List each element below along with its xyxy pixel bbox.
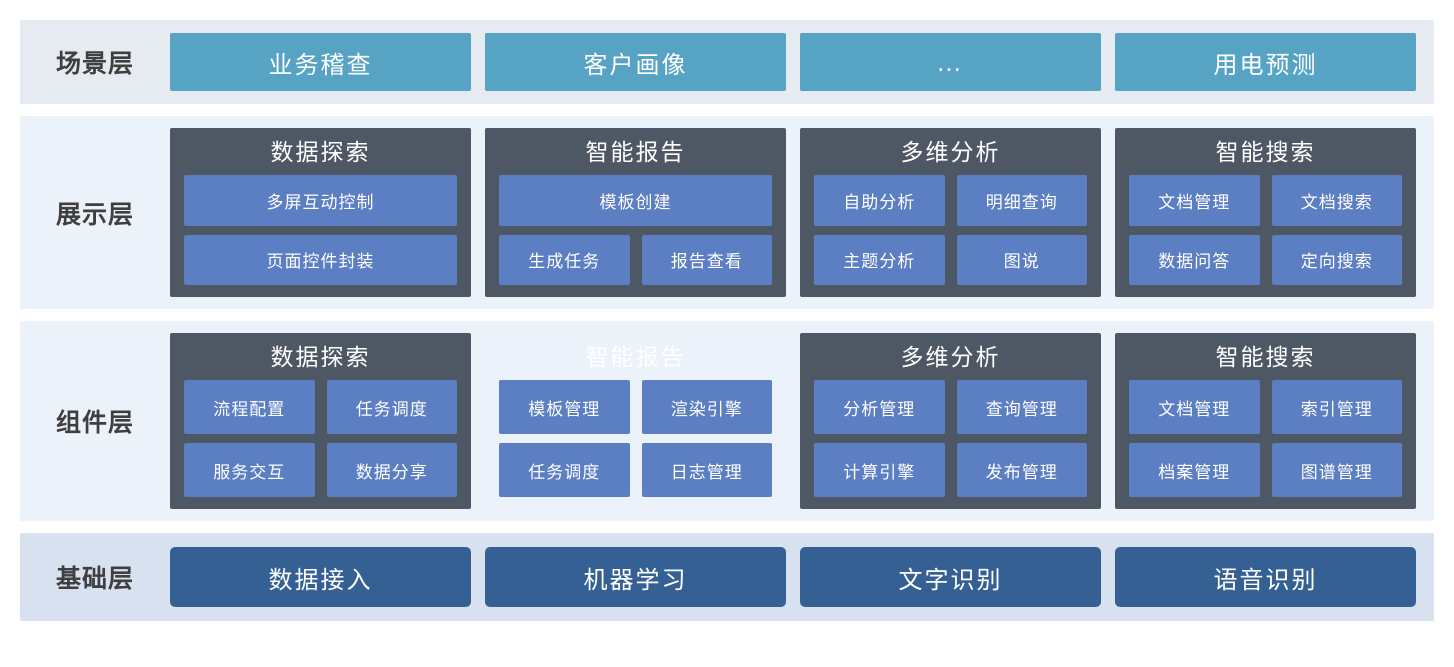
chip-row: 数据问答 定向搜索 bbox=[1129, 234, 1402, 285]
layer-label-scenario: 场景层 bbox=[55, 50, 134, 78]
layer-row-foundation: 基础层 数据接入 机器学习 文字识别 语音识别 bbox=[20, 533, 1434, 621]
scenario-card-2[interactable]: 客户画像 bbox=[485, 33, 786, 91]
chip-row: 主题分析 图说 bbox=[814, 234, 1087, 285]
chip[interactable]: 日志管理 bbox=[641, 443, 772, 497]
chip-row: 文档管理 索引管理 bbox=[1129, 380, 1402, 435]
foundation-card-data-access[interactable]: 数据接入 bbox=[170, 547, 471, 607]
layer-body-scenario: 业务稽查 客户画像 … 用电预测 bbox=[170, 20, 1434, 104]
scenario-card-3-title: … bbox=[936, 46, 965, 77]
chip[interactable]: 定向搜索 bbox=[1271, 234, 1402, 285]
chip[interactable]: 查询管理 bbox=[956, 380, 1087, 435]
scenario-card-4-title: 用电预测 bbox=[1213, 51, 1318, 79]
chip-row: 多屏互动控制 bbox=[184, 175, 457, 226]
chip-row: 服务交互 数据分享 bbox=[184, 443, 457, 497]
group-title: 智能报告 bbox=[585, 344, 686, 370]
chip-row: 档案管理 图谱管理 bbox=[1129, 443, 1402, 497]
chip[interactable]: 任务调度 bbox=[326, 380, 457, 435]
chip-rows: 文档管理 文档搜索 数据问答 定向搜索 bbox=[1129, 175, 1402, 285]
component-group-multidimensional-analysis[interactable]: 多维分析 分析管理 查询管理 计算引擎 发布管理 bbox=[800, 333, 1101, 509]
chip-rows: 模板管理 渲染引擎 任务调度 日志管理 bbox=[499, 380, 772, 497]
layer-body-presentation: 数据探索 多屏互动控制 页面控件封装 智能报告 模板创建 bbox=[170, 116, 1434, 309]
foundation-card-speech-recognition[interactable]: 语音识别 bbox=[1115, 547, 1416, 607]
chip[interactable]: 任务调度 bbox=[499, 443, 630, 497]
chip[interactable]: 档案管理 bbox=[1129, 443, 1260, 497]
foundation-card-1-title: 数据接入 bbox=[268, 566, 373, 594]
chip[interactable]: 索引管理 bbox=[1271, 380, 1402, 435]
chip-row: 文档管理 文档搜索 bbox=[1129, 175, 1402, 226]
component-group-intelligent-search[interactable]: 智能搜索 文档管理 索引管理 档案管理 图谱管理 bbox=[1115, 333, 1416, 509]
group-title: 数据探索 bbox=[270, 344, 371, 370]
group-title: 智能报告 bbox=[585, 139, 686, 165]
presentation-group-intelligent-search[interactable]: 智能搜索 文档管理 文档搜索 数据问答 定向搜索 bbox=[1115, 128, 1416, 297]
foundation-card-3-title: 文字识别 bbox=[898, 566, 1003, 594]
chip[interactable]: 文档管理 bbox=[1129, 175, 1260, 226]
chip-row: 模板创建 bbox=[499, 175, 772, 226]
group-title: 多维分析 bbox=[900, 344, 1001, 370]
chip[interactable]: 发布管理 bbox=[956, 443, 1087, 497]
chip[interactable]: 主题分析 bbox=[814, 234, 945, 285]
foundation-card-ocr[interactable]: 文字识别 bbox=[800, 547, 1101, 607]
chip[interactable]: 报告查看 bbox=[641, 234, 772, 285]
group-title: 多维分析 bbox=[900, 139, 1001, 165]
chip[interactable]: 计算引擎 bbox=[814, 443, 945, 497]
chip[interactable]: 数据分享 bbox=[326, 443, 457, 497]
layer-row-presentation: 展示层 数据探索 多屏互动控制 页面控件封装 智能报告 模板创建 bbox=[20, 116, 1434, 309]
layer-label-component: 组件层 bbox=[55, 409, 134, 437]
chip-rows: 文档管理 索引管理 档案管理 图谱管理 bbox=[1129, 380, 1402, 497]
chip-rows: 自助分析 明细查询 主题分析 图说 bbox=[814, 175, 1087, 285]
chip-row: 生成任务 报告查看 bbox=[499, 234, 772, 285]
chip[interactable]: 文档搜索 bbox=[1271, 175, 1402, 226]
scenario-card-1[interactable]: 业务稽查 bbox=[170, 33, 471, 91]
presentation-group-multidimensional-analysis[interactable]: 多维分析 自助分析 明细查询 主题分析 图说 bbox=[800, 128, 1101, 297]
chip[interactable]: 分析管理 bbox=[814, 380, 945, 435]
chip-rows: 分析管理 查询管理 计算引擎 发布管理 bbox=[814, 380, 1087, 497]
chip[interactable]: 页面控件封装 bbox=[184, 234, 457, 285]
group-title: 智能搜索 bbox=[1215, 139, 1316, 165]
component-group-data-exploration[interactable]: 数据探索 流程配置 任务调度 服务交互 数据分享 bbox=[170, 333, 471, 509]
chip-row: 模板管理 渲染引擎 bbox=[499, 380, 772, 435]
chip[interactable]: 图谱管理 bbox=[1271, 443, 1402, 497]
component-group-intelligent-report[interactable]: 智能报告 模板管理 渲染引擎 任务调度 日志管理 bbox=[485, 333, 786, 509]
scenario-card-4[interactable]: 用电预测 bbox=[1115, 33, 1416, 91]
layer-body-component: 数据探索 流程配置 任务调度 服务交互 数据分享 智能报告 模板管理 bbox=[170, 321, 1434, 521]
chip-row: 流程配置 任务调度 bbox=[184, 380, 457, 435]
chip[interactable]: 明细查询 bbox=[956, 175, 1087, 226]
chip[interactable]: 多屏互动控制 bbox=[184, 175, 457, 226]
chip[interactable]: 模板创建 bbox=[499, 175, 772, 226]
chip[interactable]: 渲染引擎 bbox=[641, 380, 772, 435]
chip[interactable]: 自助分析 bbox=[814, 175, 945, 226]
chip-rows: 模板创建 生成任务 报告查看 bbox=[499, 175, 772, 285]
chip-rows: 流程配置 任务调度 服务交互 数据分享 bbox=[184, 380, 457, 497]
layer-body-foundation: 数据接入 机器学习 文字识别 语音识别 bbox=[170, 533, 1434, 621]
group-title: 数据探索 bbox=[270, 139, 371, 165]
chip-row: 自助分析 明细查询 bbox=[814, 175, 1087, 226]
chip-row: 页面控件封装 bbox=[184, 234, 457, 285]
foundation-card-machine-learning[interactable]: 机器学习 bbox=[485, 547, 786, 607]
chip-row: 计算引擎 发布管理 bbox=[814, 443, 1087, 497]
chip[interactable]: 流程配置 bbox=[184, 380, 315, 435]
presentation-group-intelligent-report[interactable]: 智能报告 模板创建 生成任务 报告查看 bbox=[485, 128, 786, 297]
chip-row: 任务调度 日志管理 bbox=[499, 443, 772, 497]
chip[interactable]: 数据问答 bbox=[1129, 234, 1260, 285]
chip[interactable]: 文档管理 bbox=[1129, 380, 1260, 435]
layer-row-scenario: 场景层 业务稽查 客户画像 … 用电预测 bbox=[20, 20, 1434, 104]
foundation-card-2-title: 机器学习 bbox=[583, 566, 688, 594]
layer-row-component: 组件层 数据探索 流程配置 任务调度 服务交互 数据分享 智能报告 bbox=[20, 321, 1434, 521]
chip[interactable]: 图说 bbox=[956, 234, 1087, 285]
foundation-card-4-title: 语音识别 bbox=[1213, 566, 1318, 594]
chip[interactable]: 模板管理 bbox=[499, 380, 630, 435]
chip-rows: 多屏互动控制 页面控件封装 bbox=[184, 175, 457, 285]
layer-label-foundation: 基础层 bbox=[55, 565, 134, 593]
presentation-group-data-exploration[interactable]: 数据探索 多屏互动控制 页面控件封装 bbox=[170, 128, 471, 297]
scenario-card-2-title: 客户画像 bbox=[583, 51, 688, 79]
chip[interactable]: 生成任务 bbox=[499, 234, 630, 285]
layer-label-presentation: 展示层 bbox=[55, 200, 134, 229]
chip-row: 分析管理 查询管理 bbox=[814, 380, 1087, 435]
scenario-card-1-title: 业务稽查 bbox=[268, 51, 373, 79]
chip[interactable]: 服务交互 bbox=[184, 443, 315, 497]
group-title: 智能搜索 bbox=[1215, 344, 1316, 370]
scenario-card-3[interactable]: … bbox=[800, 33, 1101, 91]
